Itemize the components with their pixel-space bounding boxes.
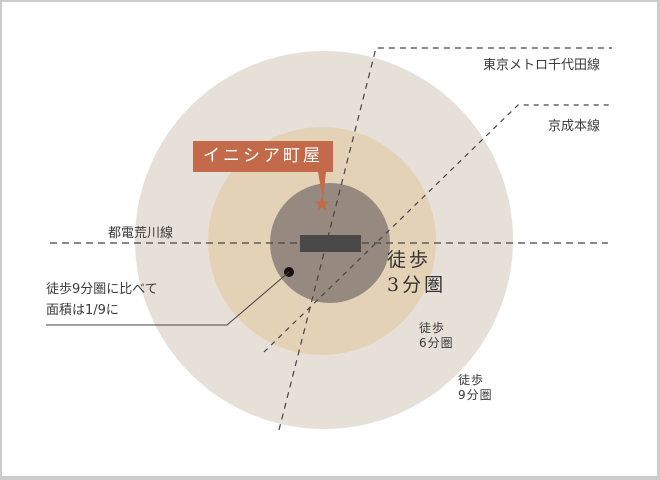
building-block: [300, 235, 361, 252]
walk9-label-line2: 9分圏: [458, 388, 493, 402]
walk6-label-line1: 徒歩: [419, 321, 446, 335]
walk9-label-line1: 徒歩: [458, 373, 485, 387]
walk3-label-line1: 徒歩: [387, 249, 432, 271]
toden-arakawa-label: 都電荒川線: [108, 226, 174, 241]
walk9-label: 徒歩 9分圏: [458, 373, 493, 403]
annotation-leader: [46, 271, 290, 326]
walk3-label: 徒歩 3分圏: [387, 248, 446, 298]
chiyoda-line-label: 東京メトロ千代田線: [483, 58, 601, 73]
walk3-label-line2: 3分圏: [387, 274, 447, 296]
walk6-label: 徒歩 6分圏: [419, 321, 454, 351]
property-name-callout: イニシア町屋: [193, 141, 333, 172]
annotation-line2: 面積は1/9に: [46, 303, 119, 318]
keisei-line: [263, 104, 610, 353]
walk6-label-line2: 6分圏: [419, 336, 454, 350]
keisei-line-label: 京成本線: [548, 119, 601, 134]
chiyoda-line: [278, 47, 612, 431]
area-annotation: 徒歩9分圏に比べて 面積は1/9に: [46, 279, 158, 321]
star-icon: [314, 196, 330, 211]
annotation-line1: 徒歩9分圏に比べて: [46, 282, 158, 297]
callout-pointer: [318, 172, 326, 200]
